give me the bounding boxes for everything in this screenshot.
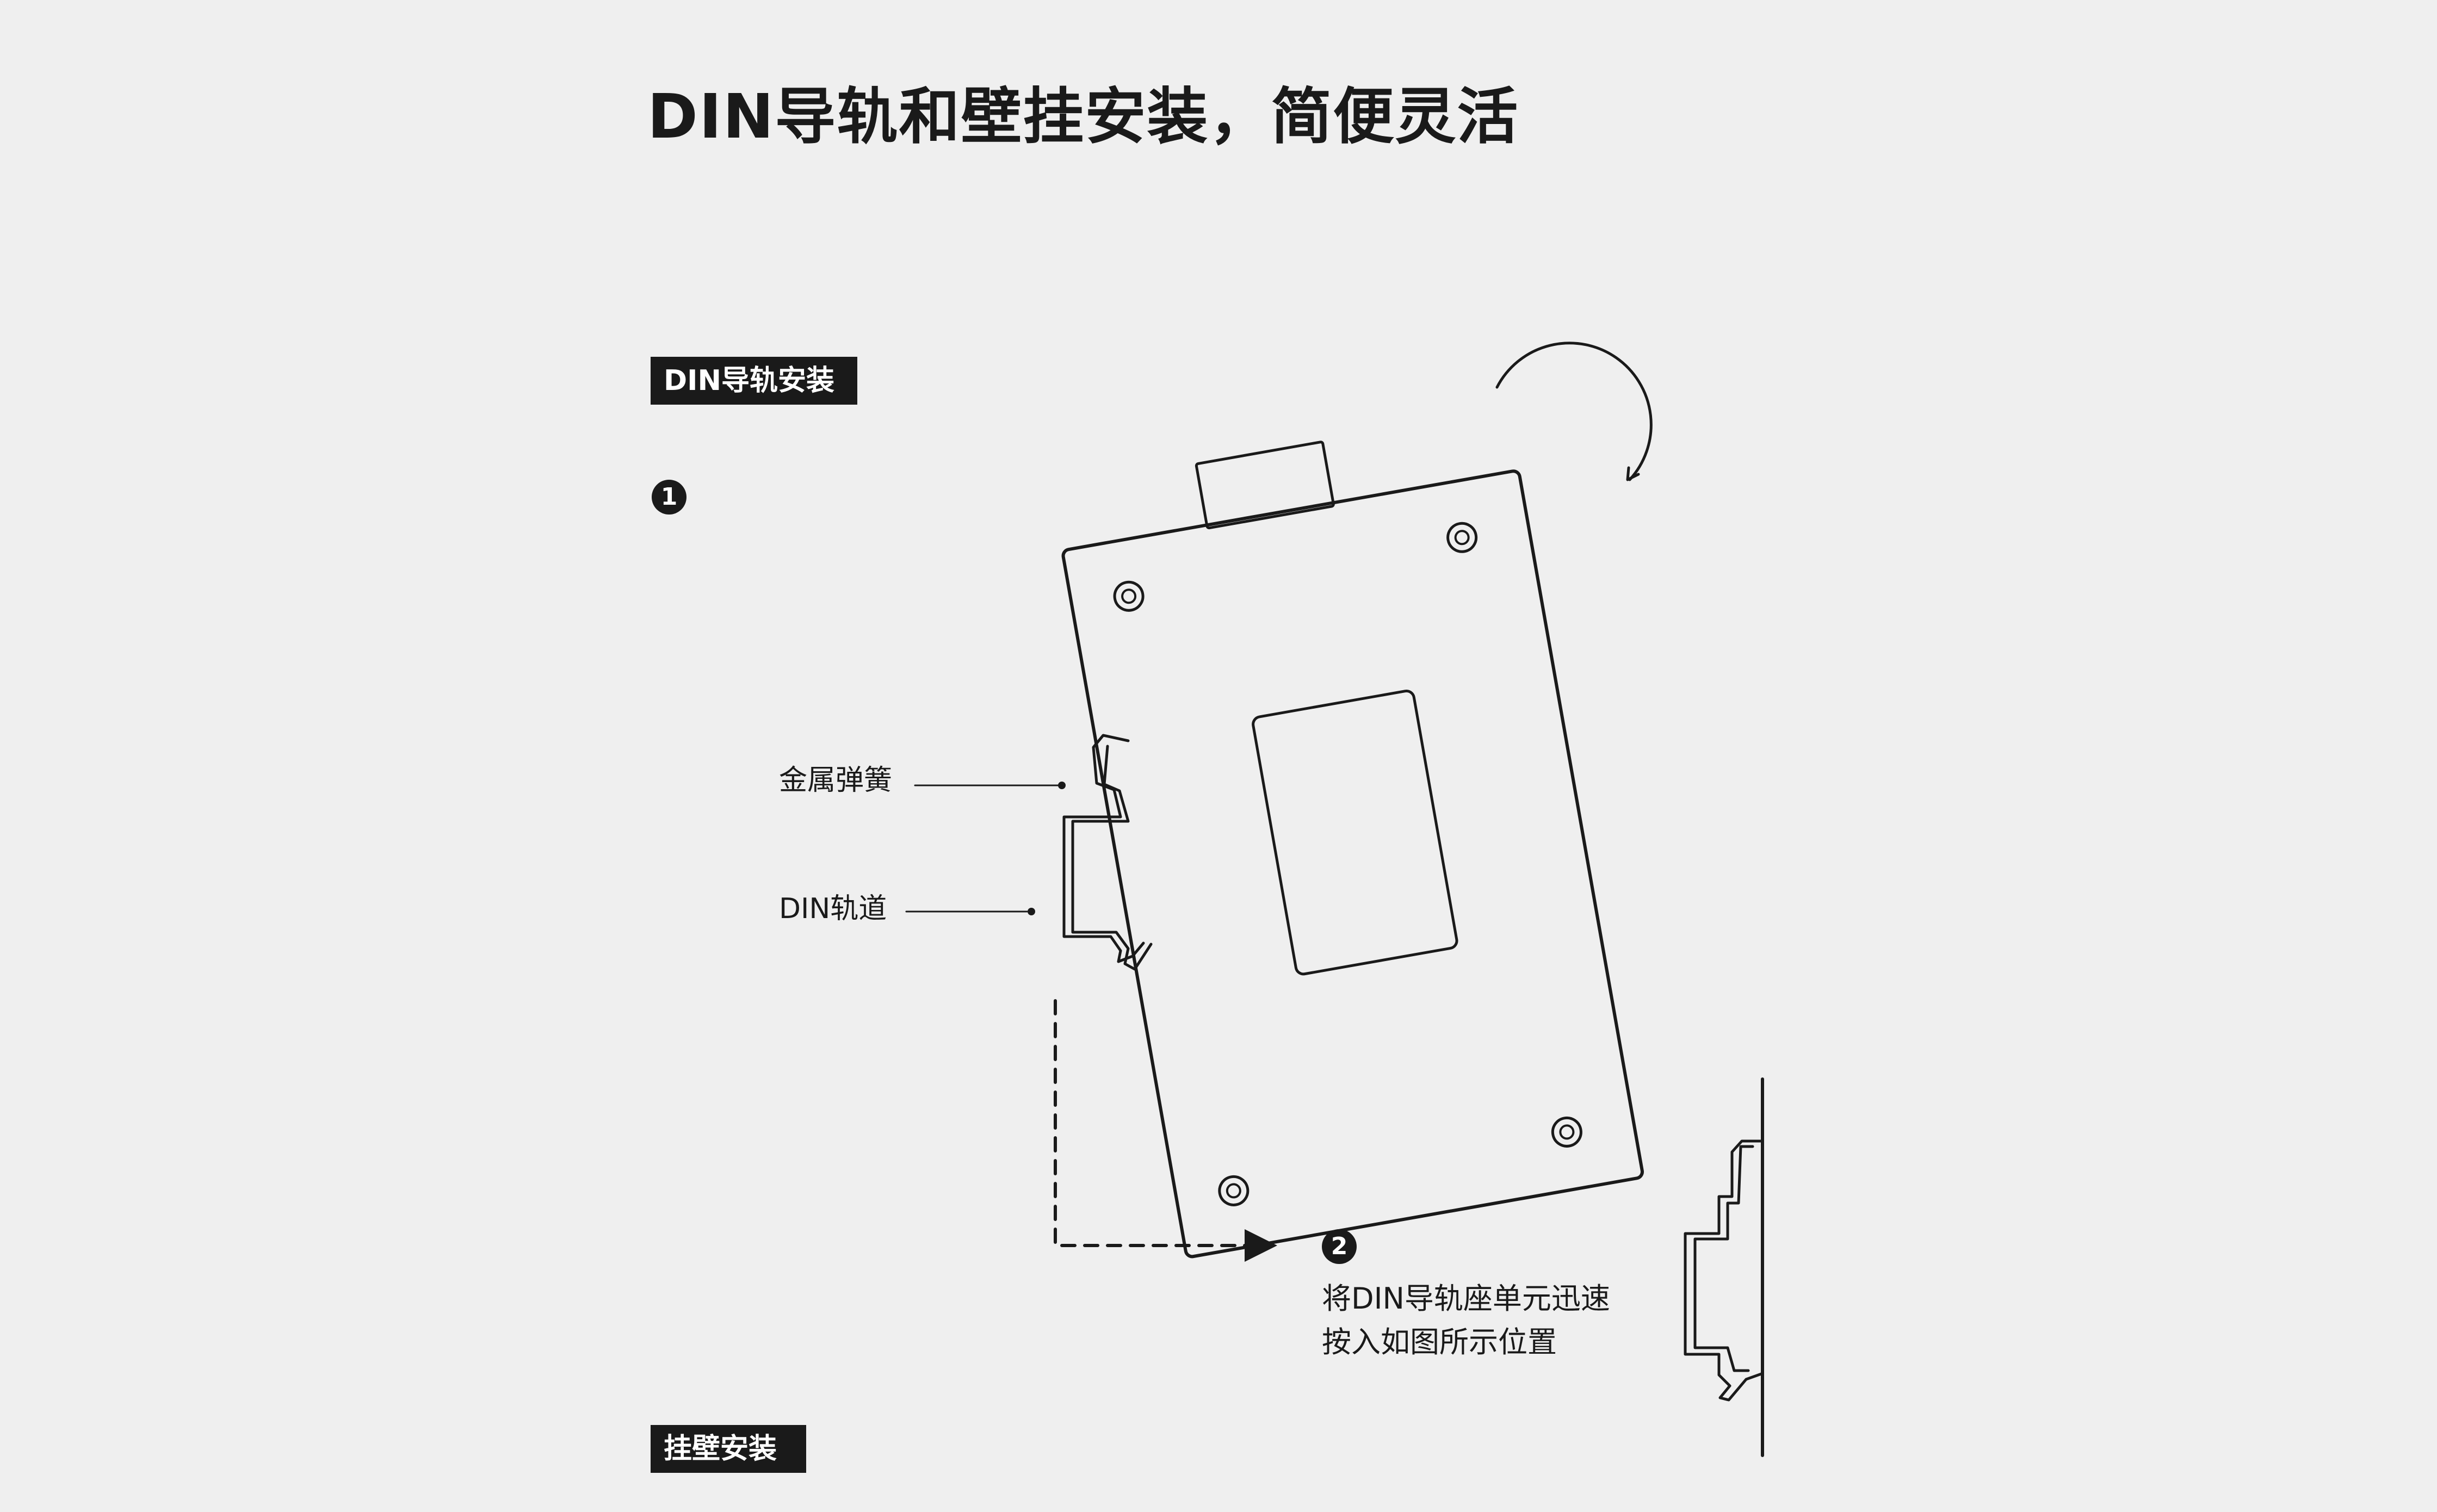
step-2-badge: 2 — [1322, 1229, 1357, 1264]
din-rail-leader-dot — [1028, 908, 1035, 915]
device-body — [1061, 469, 1644, 1259]
rotation-arrow-head-icon — [1626, 466, 1640, 481]
step-2-instruction-line-1: 将DIN导轨座单元迅速 — [1322, 1281, 1610, 1316]
section-tag-wall-mount: 挂壁安装 — [651, 1425, 806, 1473]
step-direction-dashed-arrow — [1054, 999, 1277, 1262]
step-2-instruction-line-2: 按入如图所示位置 — [1322, 1325, 1557, 1359]
screw-bottom-left-icon — [1218, 1175, 1250, 1206]
device-top-connector — [1195, 441, 1335, 530]
metal-spring-label: 金属弹簧 — [779, 764, 893, 797]
device-label-window — [1252, 689, 1458, 976]
din-rail-clip-step-1 — [1062, 734, 1153, 971]
screw-top-right-icon — [1446, 522, 1478, 553]
din-rail-label: DIN轨道 — [779, 893, 887, 925]
step-2-instruction: 将DIN导轨座单元迅速 按入如图所示位置 — [1322, 1277, 1610, 1364]
step-1-badge: 1 — [652, 480, 686, 515]
metal-spring-leader-dot — [1058, 782, 1066, 789]
rotation-arrow-icon — [1495, 342, 1653, 481]
page-title: DIN导轨和壁挂安装，简便灵活 — [647, 82, 1519, 152]
screw-top-left-icon — [1113, 580, 1145, 612]
screw-bottom-right-icon — [1551, 1116, 1582, 1148]
device-unit — [1061, 441, 1644, 1259]
din-rail-clip-step-2 — [1684, 1139, 1763, 1402]
section-tag-din-rail: DIN导轨安装 — [651, 357, 857, 405]
